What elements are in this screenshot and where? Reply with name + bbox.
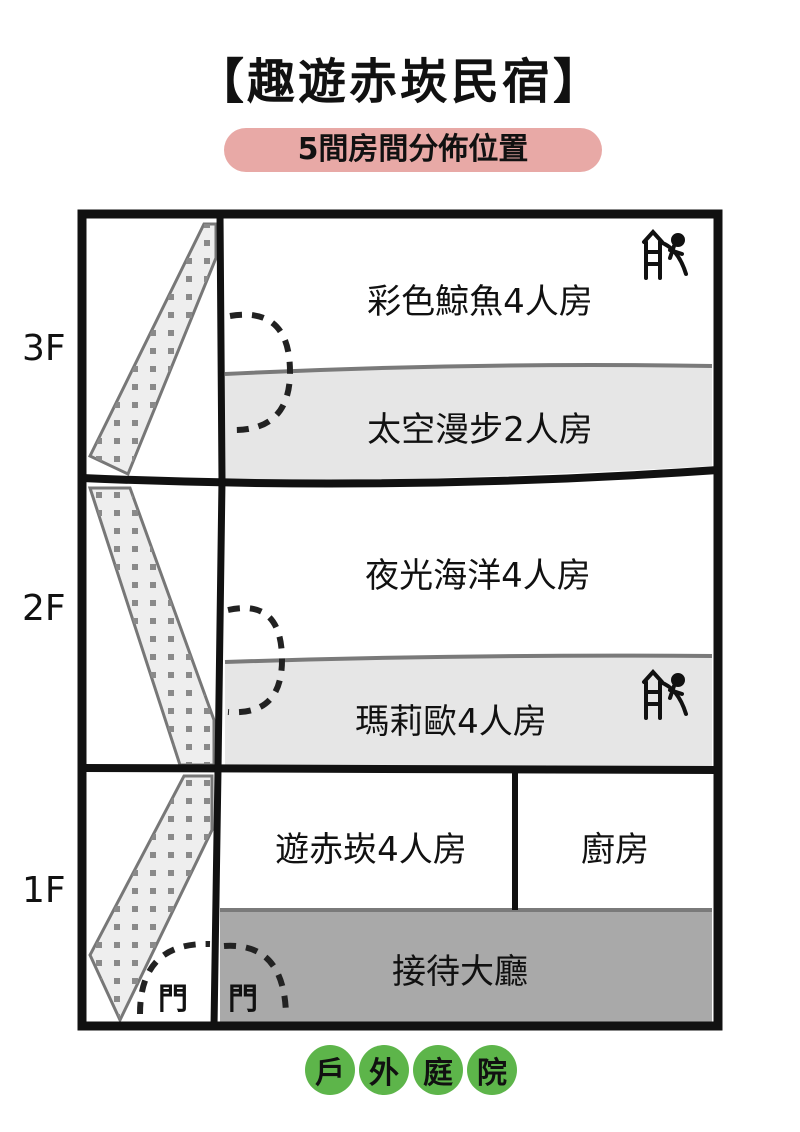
- door-arc-2f: [227, 605, 286, 716]
- outdoor-char: 庭: [413, 1045, 463, 1095]
- room-you-chikan: 遊赤崁4人房: [275, 830, 467, 870]
- outdoor-courtyard-label: 戶 外 庭 院: [305, 1045, 517, 1095]
- room-glow-ocean: 夜光海洋4人房: [365, 556, 591, 596]
- room-mario: 瑪莉歐4人房: [355, 702, 547, 742]
- room-reception-lobby: 接待大廳: [392, 952, 528, 992]
- floor-label-3f: 3F: [22, 328, 66, 369]
- page-title: 【趣遊赤崁民宿】: [195, 54, 604, 110]
- staircase-2f: [87, 486, 216, 767]
- room-kitchen: 廚房: [581, 830, 649, 870]
- floor-label-1f: 1F: [22, 870, 66, 911]
- door-arc-1f-left: [137, 940, 211, 1015]
- door-label-right: 門: [228, 982, 258, 1017]
- stairwell-wall: [210, 213, 226, 1027]
- outdoor-char: 外: [359, 1045, 409, 1095]
- subtitle: 5間房間分佈位置: [297, 132, 529, 167]
- subtitle-background: [224, 128, 602, 172]
- divider-2f-rooms: [224, 653, 713, 664]
- room-mario-bg: [225, 655, 712, 772]
- staircase-3f: [87, 222, 218, 477]
- floor-divider-3f-2f: [81, 466, 719, 488]
- door-label-left: 門: [158, 982, 188, 1017]
- playground-slide-icon: [642, 669, 688, 720]
- door-arc-3f: [229, 311, 294, 434]
- lobby-bg: [220, 910, 712, 1022]
- playground-slide-icon: [642, 229, 688, 280]
- door-arc-1f-right: [223, 942, 289, 1015]
- staircase-1f: [88, 774, 214, 1024]
- room-space-walk: 太空漫步2人房: [367, 410, 593, 450]
- outdoor-char: 戶: [305, 1045, 355, 1095]
- floor-divider-2f-1f: [81, 764, 719, 774]
- floor-label-2f: 2F: [22, 588, 66, 629]
- room-colorful-whale: 彩色鯨魚4人房: [367, 282, 593, 322]
- outdoor-char: 院: [467, 1045, 517, 1095]
- building-outline: [77, 209, 723, 1031]
- room-space-walk-bg: [225, 365, 712, 482]
